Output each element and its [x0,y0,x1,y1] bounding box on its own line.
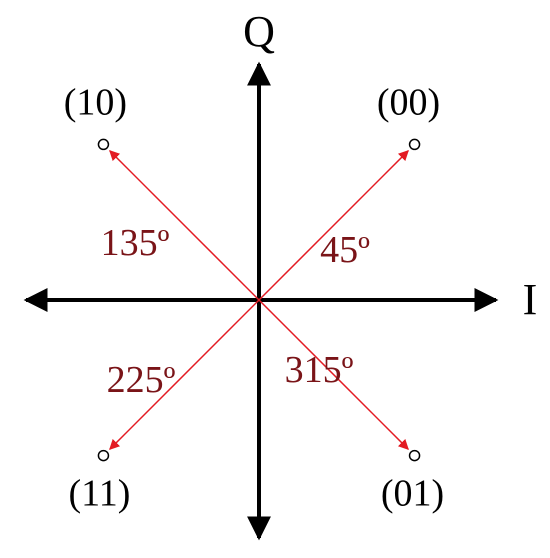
constellation-point-315 [408,449,421,462]
constellation-labels: (00) 45º (10) 135º (11) 225º (01) 315º [64,81,444,514]
constellation-point-135 [97,138,110,151]
q-axis-label: Q [243,7,275,56]
symbol-label-225: (11) [68,473,130,515]
angle-label-45: 45º [320,229,370,271]
angle-label-135: 135º [101,222,170,264]
symbol-label-315: (01) [381,473,444,515]
angle-label-315: 315º [285,349,354,391]
phase-vector-225 [109,299,260,450]
constellation-point-45 [408,138,421,151]
phase-vector-135 [109,150,260,301]
symbol-label-135: (10) [64,81,127,123]
i-axis-label: I [523,275,538,324]
angle-label-225: 225º [107,359,176,401]
phase-vectors [109,150,409,450]
phase-vector-45 [258,150,409,301]
phase-vector-315 [258,299,409,450]
constellation-points [97,138,421,462]
symbol-label-45: (00) [377,81,440,123]
constellation-point-225 [97,449,110,462]
